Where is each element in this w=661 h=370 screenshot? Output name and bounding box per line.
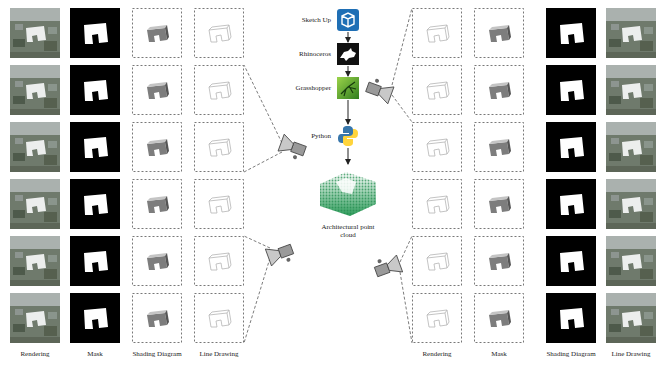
line-thumb <box>195 66 244 115</box>
line-thumb <box>195 237 244 286</box>
point-cloud-node: Architectural point cloud <box>312 164 384 239</box>
rendering-thumb <box>10 8 60 58</box>
line-thumb <box>195 294 244 343</box>
column-label: Line Drawing <box>199 350 238 358</box>
frustum-line <box>244 65 282 143</box>
mask-thumb <box>546 236 596 286</box>
rendering-thumb <box>10 236 60 286</box>
software-label: Rhinoceros <box>299 50 331 58</box>
software-node: Grasshopper <box>262 76 360 100</box>
column-label: Rendering <box>20 350 49 358</box>
mask-thumb <box>70 179 120 229</box>
mask-thumb <box>546 293 596 343</box>
line-thumb <box>413 123 462 172</box>
shading-thumb <box>475 123 524 172</box>
line-thumb <box>195 123 244 172</box>
camera-icon <box>372 253 402 280</box>
shading-thumb <box>475 9 524 58</box>
flow-arrow <box>348 148 349 164</box>
line-thumb <box>413 294 462 343</box>
mask-thumb <box>546 8 596 58</box>
shading-thumb <box>475 294 524 343</box>
rendering-thumb <box>10 179 60 229</box>
rendering-thumb <box>10 293 60 343</box>
column-label: Shading Diagram <box>546 350 595 358</box>
line-thumb <box>413 237 462 286</box>
software-label: Python <box>311 132 331 140</box>
camera-icon <box>277 134 307 161</box>
frustum-line <box>244 236 270 248</box>
software-icon <box>336 76 360 100</box>
camera-icon <box>265 240 295 267</box>
software-label: Grasshopper <box>296 84 331 92</box>
camera-frustum-lines <box>244 8 412 343</box>
mask-thumb <box>70 8 120 58</box>
shading-thumb <box>133 66 182 115</box>
frustum-line <box>244 152 282 172</box>
software-icon <box>336 42 360 66</box>
column-label: Rendering <box>422 350 451 358</box>
right-thumbnails <box>413 8 657 343</box>
software-node: Sketch Up <box>262 8 360 32</box>
rendering-thumb <box>606 8 656 58</box>
mask-thumb <box>70 65 120 115</box>
frustum-line <box>400 236 412 262</box>
shading-thumb <box>133 123 182 172</box>
line-thumb <box>413 66 462 115</box>
shading-thumb <box>133 180 182 229</box>
rendering-thumb <box>10 122 60 172</box>
column-label: Mask <box>491 350 507 358</box>
line-thumb <box>195 9 244 58</box>
mask-thumb <box>70 236 120 286</box>
shading-thumb <box>475 237 524 286</box>
flow-arrow <box>348 32 349 42</box>
software-node: Python <box>262 124 360 148</box>
software-node: Rhinoceros <box>262 42 360 66</box>
mask-thumb <box>546 179 596 229</box>
point-cloud-image <box>316 164 380 220</box>
camera-icon <box>364 76 394 103</box>
rendering-thumb <box>606 236 656 286</box>
line-thumb <box>413 180 462 229</box>
mask-thumb <box>546 65 596 115</box>
mask-thumb <box>546 122 596 172</box>
frustum-line <box>400 272 412 343</box>
column-label: Shading Diagram <box>132 350 181 358</box>
shading-thumb <box>133 294 182 343</box>
flow-arrow <box>348 100 349 124</box>
line-thumb <box>195 180 244 229</box>
shading-thumb <box>133 9 182 58</box>
rendering-thumb <box>606 179 656 229</box>
left-thumbnails <box>10 8 244 343</box>
node-caption: Architectural point cloud <box>319 223 377 239</box>
software-icon <box>336 8 360 32</box>
rendering-thumb <box>606 65 656 115</box>
shading-thumb <box>133 237 182 286</box>
column-label: Line Drawing <box>611 350 650 358</box>
software-label: Sketch Up <box>302 16 331 24</box>
frustum-line <box>244 258 270 343</box>
mask-thumb <box>70 122 120 172</box>
shading-thumb <box>475 66 524 115</box>
rendering-thumb <box>10 65 60 115</box>
frustum-line <box>392 8 412 85</box>
software-icon <box>336 124 360 148</box>
shading-thumb <box>475 180 524 229</box>
line-thumb <box>413 9 462 58</box>
mask-thumb <box>70 293 120 343</box>
rendering-thumb <box>606 293 656 343</box>
column-label: Mask <box>87 350 103 358</box>
frustum-line <box>392 95 412 122</box>
flow-arrow <box>348 66 349 76</box>
rendering-thumb <box>606 122 656 172</box>
